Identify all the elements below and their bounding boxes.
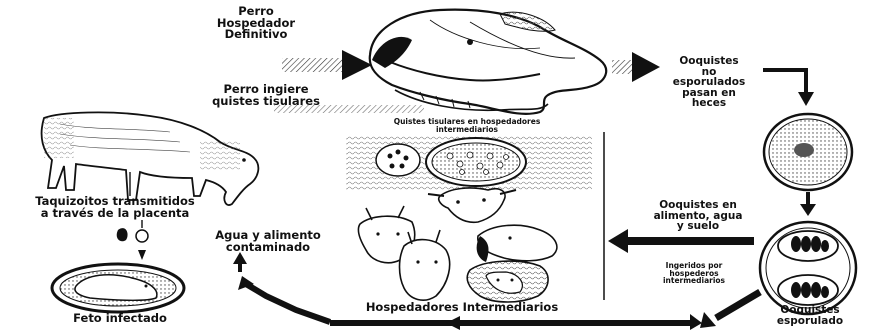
infected-fetus-label: Feto infectado bbox=[60, 313, 180, 325]
arrow-to-unsporulated-oocyst-icon bbox=[763, 70, 814, 106]
sheep-head-illustration bbox=[467, 261, 548, 302]
water-food-label: Agua y alimento contaminado bbox=[188, 230, 348, 253]
dog-head-small-illustration bbox=[477, 225, 557, 262]
placenta-icon bbox=[117, 220, 148, 260]
arrow-to-sporulated-oocyst-icon bbox=[800, 192, 816, 216]
arrow-up-to-cow-icon bbox=[233, 252, 247, 272]
unsporulated-oocyst-illustration bbox=[764, 114, 852, 190]
unsporulated-oocysts-label: Ooquistes no esporulados pasan en heces bbox=[664, 56, 754, 109]
ingested-by-intermediate-label: Ingeridos por hospederos intermediarios bbox=[646, 262, 742, 285]
tissue-cysts-illustration bbox=[346, 136, 592, 190]
cow-head-illustration bbox=[428, 188, 516, 222]
arrow-diagonal-down-icon bbox=[700, 292, 760, 328]
dog-head-illustration bbox=[370, 10, 606, 114]
intermediate-hosts-label: Hospedadores Intermediarios bbox=[318, 302, 606, 314]
oocysts-in-food-label: Ooquistes en alimento, agua y suelo bbox=[638, 200, 758, 232]
arrow-out-of-dog-icon bbox=[612, 52, 660, 82]
cow-illustration bbox=[42, 112, 259, 205]
fetus-illustration bbox=[52, 264, 184, 312]
tachyzoites-label: Taquizoitos transmitidos a través de la … bbox=[2, 196, 228, 219]
arrow-into-dog-icon bbox=[282, 50, 372, 80]
sporulated-oocysts-label: Ooquistes esporulado bbox=[760, 305, 860, 326]
tissue-cysts-label: Quistes tisulares en hospedadores interm… bbox=[342, 118, 592, 133]
definitive-host-label: Perro Hospedador Definitivo bbox=[196, 6, 316, 41]
arrow-to-intermediate-hosts-icon bbox=[608, 229, 754, 253]
dog-ingests-cysts-label: Perro ingiere quistes tisulares bbox=[196, 84, 336, 107]
sporulated-oocyst-illustration bbox=[760, 222, 856, 314]
